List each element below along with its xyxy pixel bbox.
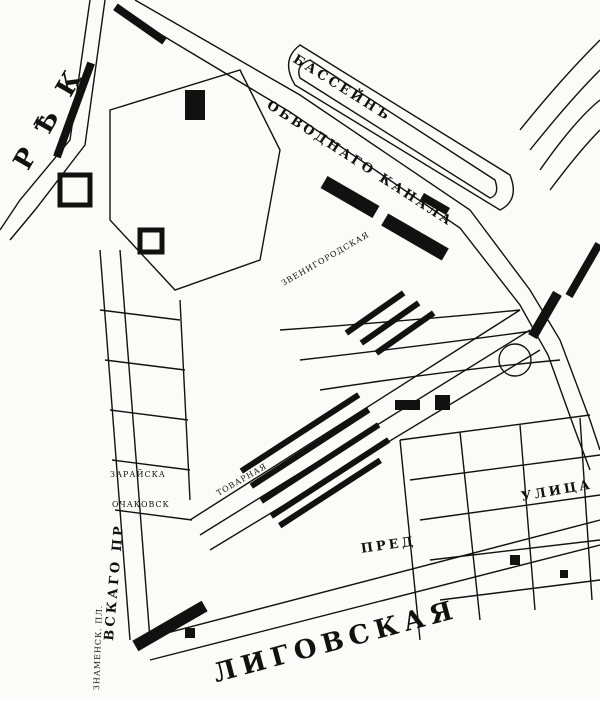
rail-10	[549, 129, 600, 191]
street-grid-h	[399, 414, 600, 601]
ligovka-street	[139, 519, 600, 641]
rail-7	[519, 39, 600, 131]
prospect-lines	[99, 249, 191, 641]
river-bank	[0, 0, 91, 231]
rail-6	[319, 359, 561, 391]
basin-inner	[298, 59, 498, 199]
street-label-ochakovskaya: ОЧАКОВСК	[112, 500, 170, 509]
turntable	[498, 343, 532, 377]
rail-5	[299, 329, 541, 361]
canal-bank-lower	[119, 9, 591, 471]
rail-8	[529, 69, 600, 151]
left-cross-streets	[99, 309, 193, 521]
rail-9	[539, 99, 600, 171]
canal-bank-upper	[134, 0, 600, 451]
basin-outline	[287, 44, 514, 211]
garden-outline	[109, 69, 281, 291]
street-label-zaraiskaya: ЗАРАЙСКА	[110, 470, 166, 479]
street-grid-v	[399, 417, 593, 641]
rail-1	[189, 309, 521, 521]
buildings	[53, 3, 600, 652]
rail-4	[279, 309, 521, 331]
ligovka-street-2	[149, 544, 600, 661]
